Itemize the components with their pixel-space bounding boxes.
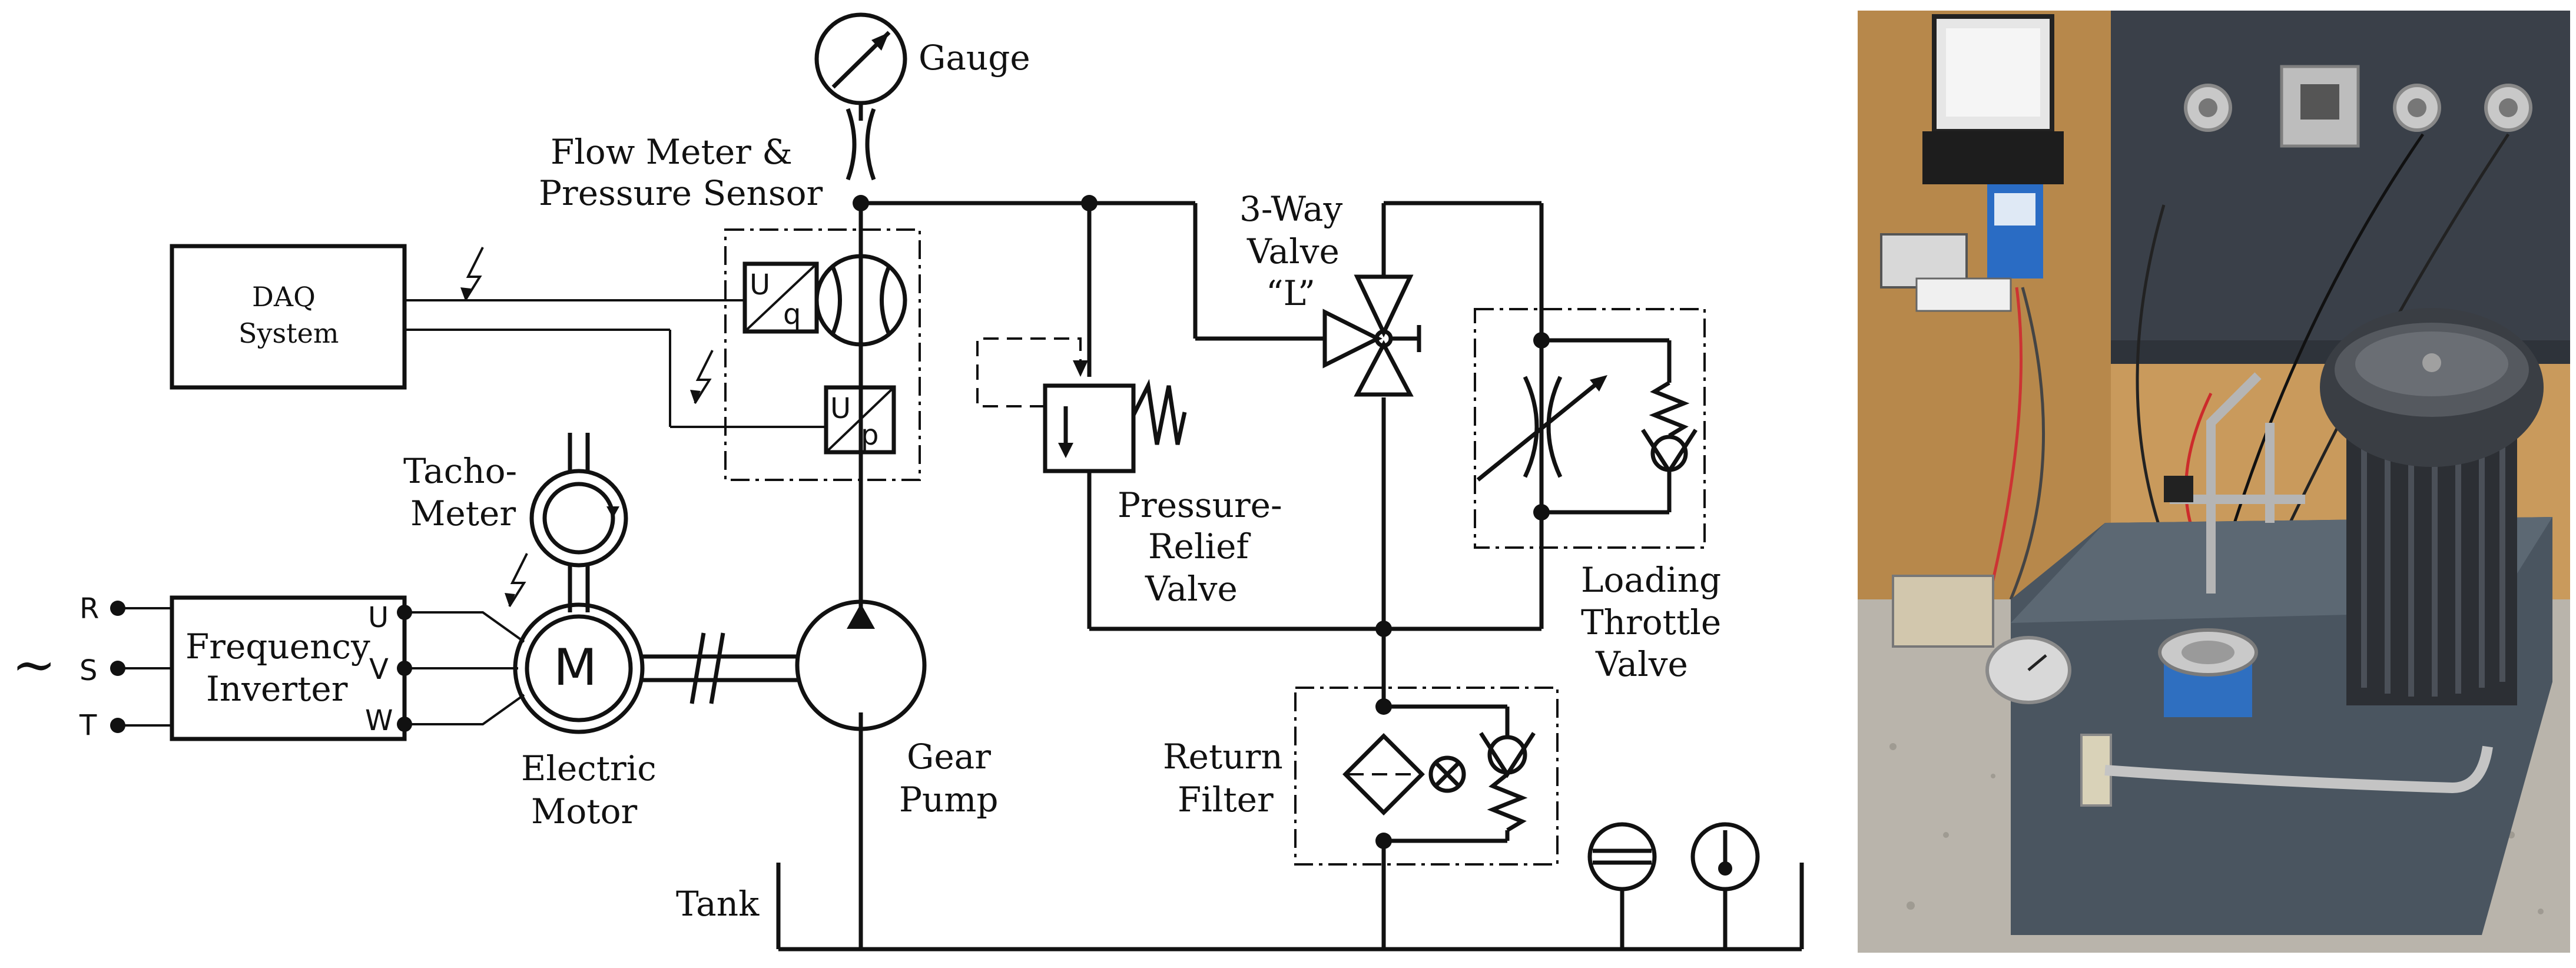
output-w-label: W xyxy=(365,704,393,737)
relief-label-2: Relief xyxy=(1148,526,1251,566)
laptop-icon xyxy=(1922,14,2064,184)
tank-label: Tank xyxy=(676,884,760,924)
throttle-valve-icon xyxy=(1476,338,1698,515)
motor-symbol: M xyxy=(553,638,597,697)
phase-s-label: S xyxy=(79,654,97,687)
phase-wires xyxy=(110,601,172,733)
gauge-label: Gauge xyxy=(919,38,1030,78)
threeway-label-3: “L” xyxy=(1266,273,1315,313)
throttle-label-2: Throttle xyxy=(1581,602,1721,642)
three-way-valve-icon xyxy=(1322,274,1421,397)
throttle-valve-group xyxy=(1474,308,1706,549)
flow-meter-label-2: Pressure Sensor xyxy=(539,173,823,213)
motor-part xyxy=(2320,308,2544,705)
output-v-label: V xyxy=(369,653,389,686)
inverter-label-1: Frequency xyxy=(185,626,370,667)
filter-label-2: Filter xyxy=(1178,780,1274,820)
pressure-transducer-icon: U p xyxy=(824,385,896,455)
wireless-signal-icon xyxy=(505,553,528,608)
motor-label-1: Electric xyxy=(521,748,657,788)
sensor-uq-q: q xyxy=(783,298,801,331)
hydraulic-schematic: Gauge Flow Meter & Pressure Sensor U q U… xyxy=(12,12,1804,952)
throttle-label-3: Valve xyxy=(1595,644,1688,684)
flow-meter-part xyxy=(2158,628,2258,717)
tacho-label-2: Meter xyxy=(410,493,516,533)
motor-wires xyxy=(397,605,525,732)
motor-label-2: Motor xyxy=(531,791,638,831)
filter-label-1: Return xyxy=(1163,737,1283,777)
flow-transducer-icon: U q xyxy=(742,261,819,334)
tank-gauge-part xyxy=(1985,636,2071,704)
flow-meter-label-1: Flow Meter & xyxy=(551,132,793,172)
pressure-sensor-part xyxy=(2164,476,2193,502)
wireless-signal-icon xyxy=(460,247,484,301)
thermometer-icon xyxy=(1690,822,1760,949)
panel-gauge-icon xyxy=(2484,84,2532,132)
tacho-label-1: Tacho- xyxy=(403,451,517,491)
electric-motor-icon xyxy=(513,602,645,734)
sensor-up-p: p xyxy=(861,419,878,452)
tachometer-icon xyxy=(529,433,628,612)
pressure-relief-valve-icon xyxy=(976,337,1187,473)
shaft-coupling-icon xyxy=(642,632,798,704)
instrument-box xyxy=(1915,277,2012,312)
daq-system-box xyxy=(170,244,407,390)
relief-label-3: Valve xyxy=(1145,569,1238,609)
phase-t-label: T xyxy=(79,709,97,742)
floor-box xyxy=(1892,575,1994,648)
threeway-label-2: Valve xyxy=(1246,231,1340,271)
daq-label-1: DAQ xyxy=(252,281,316,313)
back-panel xyxy=(2111,11,2570,352)
inverter-label-2: Inverter xyxy=(206,669,348,709)
junction-dots xyxy=(853,195,1550,849)
pump-label-2: Pump xyxy=(899,780,999,820)
sensor-uq-u: U xyxy=(750,268,770,301)
threeway-label-1: 3-Way xyxy=(1239,189,1342,229)
relief-label-1: Pressure- xyxy=(1118,485,1282,525)
test-rig-photo xyxy=(1858,11,2570,953)
gear-pump-icon xyxy=(795,599,927,731)
pressure-lines xyxy=(776,200,1804,952)
phase-r-label: R xyxy=(79,592,99,625)
output-u-label: U xyxy=(368,601,389,634)
return-filter-group xyxy=(1294,687,1559,866)
wireless-signal-icon xyxy=(690,350,714,405)
daq-label-2: System xyxy=(238,317,339,349)
panel-gauge-icon xyxy=(2393,84,2441,132)
ac-tilde-label: ~ xyxy=(12,634,56,696)
throttle-label-1: Loading xyxy=(1581,560,1721,600)
panel-gauge-icon xyxy=(2184,84,2232,132)
oscilloscope-icon xyxy=(1987,184,2043,279)
signal-wires xyxy=(405,299,826,428)
return-filter-icon xyxy=(1342,704,1536,843)
gauge-icon xyxy=(814,12,907,181)
pump-label-1: Gear xyxy=(907,737,991,777)
level-indicator-icon xyxy=(1587,822,1657,949)
sensor-up-u: U xyxy=(830,392,851,425)
flow-meter-sensor-group xyxy=(724,228,921,481)
panel-meter-icon xyxy=(2280,65,2360,148)
